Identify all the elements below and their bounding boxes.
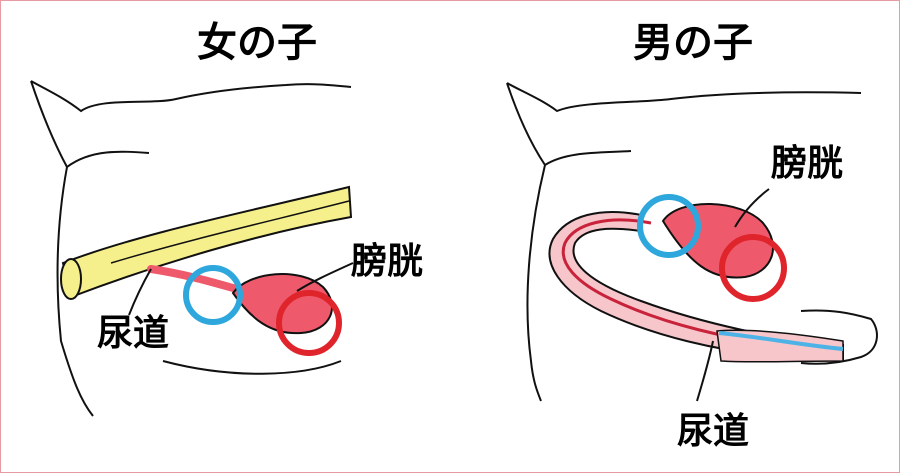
female-bladder-label-leader	[296, 262, 354, 292]
male-urethra-label-leader	[696, 340, 714, 402]
male-bladder-marker-red-circle	[719, 234, 787, 302]
male-bladder-label-leader	[734, 188, 770, 228]
male-body-outline	[506, 82, 862, 113]
female-tract-opening	[60, 258, 82, 300]
male-urethra-marker-blue-circle	[637, 194, 701, 258]
male-panel	[506, 82, 878, 402]
female-tract-inner-line	[110, 200, 350, 264]
female-panel-title: 女の子	[197, 20, 317, 66]
male-panel-title: 男の子	[633, 20, 753, 66]
male-tail-outline	[506, 82, 546, 166]
male-penis-highlight	[718, 331, 844, 351]
female-urethra-label: 尿道	[97, 313, 170, 354]
female-tail-outline	[30, 80, 68, 168]
male-leg-outline	[526, 150, 632, 402]
female-urethra-label-leader	[128, 268, 152, 316]
male-sheath-outline	[800, 309, 878, 365]
male-bladder-label: 膀胱	[771, 143, 844, 184]
female-leg-outline	[56, 150, 150, 417]
female-bladder-label: 膀胱	[351, 241, 424, 282]
male-urethra-label: 尿道	[677, 411, 750, 452]
female-panel	[30, 80, 354, 417]
female-hind-outline	[162, 360, 342, 375]
female-body-outline	[30, 80, 352, 113]
female-urethra-marker-blue-circle	[183, 265, 243, 325]
male-bladder	[661, 203, 774, 279]
female-bladder-marker-red-circle	[276, 290, 342, 356]
